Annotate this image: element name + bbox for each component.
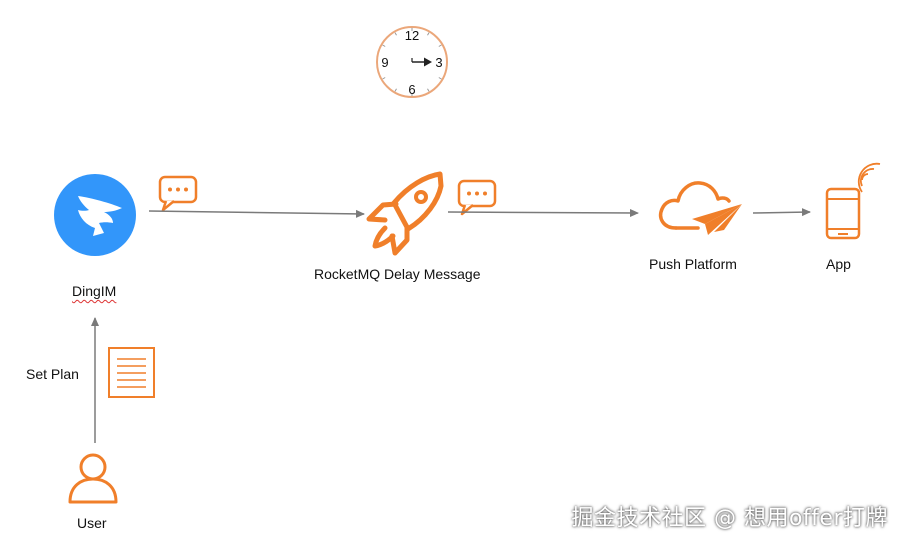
mobile-phone-signal-icon (825, 162, 881, 240)
message-bubble-icon (158, 175, 198, 212)
arrow-rocketmq-to-push (447, 208, 639, 217)
push-platform-label: Push Platform (649, 256, 737, 272)
user-icon (68, 453, 118, 504)
app-label: App (826, 256, 851, 272)
clock-numeral-3: 3 (435, 55, 442, 70)
clock-icon: 12 3 6 9 (376, 26, 448, 98)
dingtalk-logo-icon (54, 174, 136, 256)
user-label: User (77, 515, 107, 531)
rocketmq-label: RocketMQ Delay Message (314, 266, 481, 282)
arrow-push-to-app (752, 208, 811, 217)
clock-numeral-12: 12 (405, 28, 419, 43)
document-icon (108, 347, 155, 398)
set-plan-label: Set Plan (26, 366, 79, 382)
clock-numeral-6: 6 (408, 82, 415, 97)
message-bubble-icon (457, 179, 497, 216)
dingim-label: DingIM (72, 283, 117, 299)
clock-numeral-9: 9 (381, 55, 388, 70)
watermark: 掘金技术社区 @ 想用offer打牌 (571, 506, 888, 531)
arrow-dingim-to-rocketmq (148, 209, 365, 218)
rocket-icon (366, 171, 444, 256)
cloud-paper-plane-icon (658, 181, 742, 235)
